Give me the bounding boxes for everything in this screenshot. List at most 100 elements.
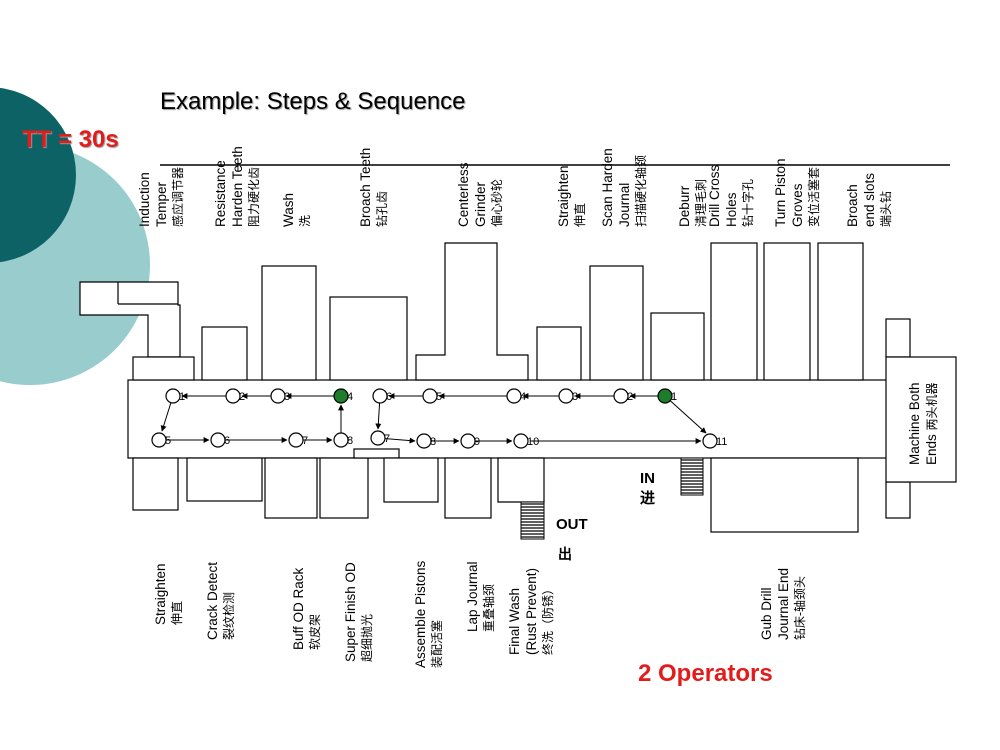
scan-harden-box <box>589 265 644 381</box>
top-station-label-10-line: Turn Piston <box>773 158 788 227</box>
step-a-8 <box>333 432 349 448</box>
bottom-station-label-5-zh: 装配活塞 <box>430 619 444 668</box>
step-b-5 <box>422 388 438 404</box>
machine-boxes <box>79 242 957 533</box>
step-b-7-label: 7 <box>384 433 390 445</box>
out-label-en: OUT <box>556 516 588 533</box>
step-b-2-label: 2 <box>627 391 633 403</box>
top-station-label-5-line: Grinder <box>473 181 488 227</box>
bottom-station-label-2-zh: 裂纹检测 <box>222 591 236 640</box>
flow-arrow <box>664 395 707 434</box>
step-a-2-label: 2 <box>239 391 245 403</box>
step-a-5 <box>151 432 167 448</box>
top-station-label-7-line: Journal <box>617 182 632 227</box>
top-station-label-1-line: Temper <box>154 181 169 227</box>
in-label-en: IN <box>640 470 655 487</box>
bottom-station-label-4-line: Super Finish OD <box>343 562 358 662</box>
right-station-tail: Ends <box>924 430 939 465</box>
step-a-4-label: 4 <box>347 391 353 403</box>
bottom-station-label-6-line: Lap Journal <box>465 561 480 632</box>
step-b-5-label: 5 <box>436 391 442 403</box>
step-a-3 <box>270 388 286 404</box>
top-station-label-10-zh: 变位活塞套 <box>807 166 821 227</box>
bottom-station-label-6-zh: 重叠轴颈 <box>482 583 496 632</box>
step-b-10-label: 10 <box>527 436 539 448</box>
step-a-5-label: 5 <box>165 435 171 447</box>
bottom-station-label-5-line: Assemble Pistons <box>413 560 428 668</box>
step-a-6 <box>210 432 226 448</box>
out-label: OUT <box>556 516 588 533</box>
bottom-station-label-8-line: Gub Drill <box>759 587 774 640</box>
broach-end-slots-box <box>817 242 864 381</box>
straighten-bottom-box <box>132 457 179 511</box>
operator-count: 2 Operators <box>638 660 773 687</box>
step-a-8-label: 8 <box>347 435 353 447</box>
step-a-7 <box>288 432 304 448</box>
step-b-4-label: 4 <box>520 391 526 403</box>
broach-teeth-box <box>329 296 408 381</box>
drill-cross-holes-box <box>710 242 758 381</box>
step-b-7 <box>370 430 386 446</box>
lap-journal-box <box>444 457 492 519</box>
induction-temper-base <box>132 356 195 381</box>
machine-both-ends-box <box>885 318 911 358</box>
top-station-label-2-line: Harden Teeth <box>230 146 245 227</box>
resistance-harden-box <box>201 326 248 381</box>
top-station-label-8-line: Deburr <box>677 185 692 227</box>
machine-both-ends-main <box>885 356 957 483</box>
machine-both-ends-tail <box>885 481 911 519</box>
bottom-station-label-4-zh: 超细抛光 <box>360 613 374 662</box>
step-b-4 <box>506 388 522 404</box>
step-a-3-label: 3 <box>284 391 290 403</box>
step-a-6-label: 6 <box>224 435 230 447</box>
bottom-station-label-2-line: Crack Detect <box>205 561 220 640</box>
top-station-label-11-zh: 端头钻 <box>879 190 893 227</box>
right-station-line: Machine Both <box>907 382 922 465</box>
bottom-station-label-1-line: Straighten <box>153 563 168 625</box>
bottom-station-label-8-zh: 钻床-轴颈头 <box>793 575 807 640</box>
in-label: IN 进 <box>640 470 655 508</box>
bottom-station-label-7-line: (Rust Prevent) <box>524 567 539 655</box>
decor-circle-dark <box>0 87 76 263</box>
straighten-top-box <box>536 326 582 381</box>
step-b-10 <box>513 433 529 449</box>
top-station-label-4-zh: 钻孔齿 <box>375 190 389 227</box>
top-station-label-11-line: end slots <box>862 172 877 227</box>
step-b-9 <box>460 433 476 449</box>
step-a-1-label: 1 <box>179 391 185 403</box>
turn-piston-box <box>763 242 811 381</box>
out-chute-frame <box>520 501 545 540</box>
step-b-11-label: 11 <box>716 436 727 448</box>
top-station-label-2-line: Resistance <box>213 160 228 227</box>
crack-detect-box <box>186 457 263 502</box>
top-station-label-1-line: Induction <box>137 172 152 227</box>
step-b-8 <box>416 433 432 449</box>
bottom-station-label-1-zh: 伸直 <box>170 600 184 625</box>
right-station-line2: Ends 两头机器 <box>923 382 941 465</box>
bottom-station-label-8-line: Journal End <box>776 567 791 640</box>
centerless-grinder-box <box>415 242 529 381</box>
top-station-label-5-line: Centerless <box>456 162 471 227</box>
step-b-6 <box>372 388 388 404</box>
top-station-label-10-line: Groves <box>790 183 805 227</box>
in-chute <box>680 457 704 496</box>
step-b-3 <box>558 388 574 404</box>
top-station-label-3-line: Wash <box>281 192 296 227</box>
gub-drill-box <box>710 457 859 533</box>
top-station-label-6-line: Straighten <box>556 165 571 227</box>
out-label-zh: 出 <box>558 546 572 562</box>
